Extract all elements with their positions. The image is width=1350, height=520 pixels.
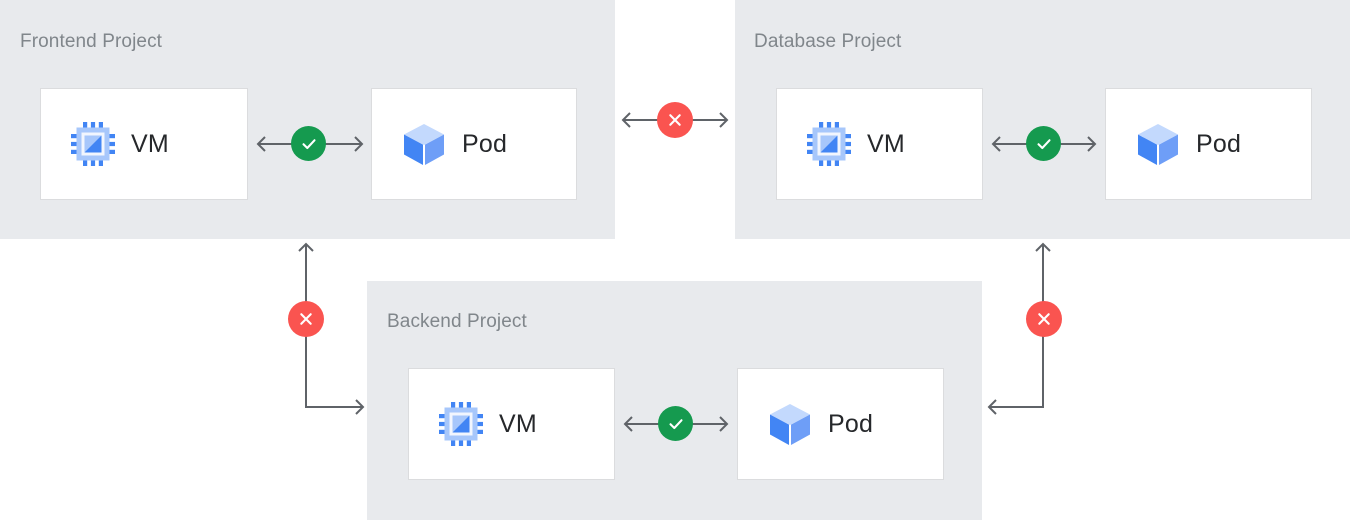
card-frontend-pod[interactable]: Pod <box>371 88 577 200</box>
card-label-pod: Pod <box>1196 129 1242 158</box>
card-label-vm: VM <box>499 409 537 438</box>
pod-cube-icon <box>400 120 448 168</box>
status-badge-allowed-frontend[interactable] <box>291 126 326 161</box>
check-icon <box>299 134 319 154</box>
card-backend-vm[interactable]: VM <box>408 368 615 480</box>
status-badge-blocked-frontend-backend[interactable] <box>288 301 324 337</box>
vm-chip-icon <box>69 120 117 168</box>
x-icon <box>297 310 315 328</box>
card-label-pod: Pod <box>462 129 508 158</box>
status-badge-allowed-database[interactable] <box>1026 126 1061 161</box>
card-backend-pod[interactable]: Pod <box>737 368 944 480</box>
panel-title-frontend: Frontend Project <box>20 31 163 52</box>
x-icon <box>1035 310 1053 328</box>
card-database-vm[interactable]: VM <box>776 88 983 200</box>
card-label-pod: Pod <box>828 409 874 438</box>
status-badge-blocked-database-backend[interactable] <box>1026 301 1062 337</box>
vm-chip-icon <box>805 120 853 168</box>
status-badge-blocked-frontend-database[interactable] <box>657 102 693 138</box>
card-frontend-vm[interactable]: VM <box>40 88 248 200</box>
card-label-vm: VM <box>867 129 905 158</box>
check-icon <box>1034 134 1054 154</box>
pod-cube-icon <box>766 400 814 448</box>
x-icon <box>666 111 684 129</box>
vm-chip-icon <box>437 400 485 448</box>
panel-title-backend: Backend Project <box>387 311 527 332</box>
panel-title-database: Database Project <box>754 31 902 52</box>
check-icon <box>666 414 686 434</box>
pod-cube-icon <box>1134 120 1182 168</box>
status-badge-allowed-backend[interactable] <box>658 406 693 441</box>
card-database-pod[interactable]: Pod <box>1105 88 1312 200</box>
card-label-vm: VM <box>131 129 169 158</box>
